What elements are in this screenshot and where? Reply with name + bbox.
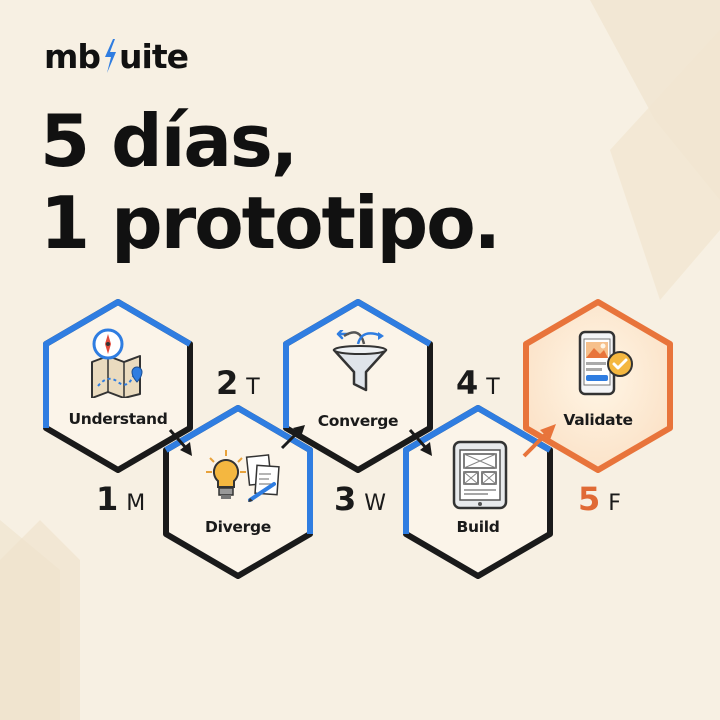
funnel-icon bbox=[332, 330, 388, 392]
hex-diverge bbox=[163, 405, 313, 579]
arrow-build-to-validate bbox=[522, 424, 556, 458]
headline-line-2: 1 prototipo. bbox=[40, 181, 501, 265]
day-letter: T bbox=[486, 375, 500, 400]
day-letter: T bbox=[246, 375, 260, 400]
headline: 5 días, 1 prototipo. bbox=[40, 99, 501, 265]
day-number: 2 bbox=[216, 364, 239, 402]
lightning-bolt-icon bbox=[105, 39, 117, 73]
day-letter: F bbox=[608, 491, 621, 516]
tablet-wireframe-icon bbox=[452, 440, 508, 510]
step-label-diverge: Diverge bbox=[205, 518, 271, 536]
arrow-converge-to-build bbox=[408, 429, 432, 456]
brand-logo: mb uite bbox=[44, 36, 189, 76]
logo-text-prefix: mb bbox=[44, 36, 101, 76]
arrow-understand-to-diverge bbox=[168, 429, 192, 456]
day-marker-4: 4 T bbox=[456, 364, 500, 402]
compass-map-icon bbox=[91, 328, 143, 398]
day-marker-2: 2 T bbox=[216, 364, 260, 402]
step-label-build: Build bbox=[456, 518, 500, 536]
phone-check-icon bbox=[578, 330, 633, 396]
step-label-converge: Converge bbox=[317, 412, 399, 430]
headline-line-1: 5 días, bbox=[40, 99, 298, 183]
day-number: 5 bbox=[578, 480, 601, 518]
step-label-validate: Validate bbox=[563, 411, 633, 429]
logo-text-suffix: uite bbox=[119, 36, 189, 76]
day-marker-1: 1 M bbox=[96, 480, 145, 518]
day-number: 3 bbox=[334, 480, 357, 518]
arrow-diverge-to-converge bbox=[280, 425, 305, 450]
step-label-understand: Understand bbox=[68, 410, 168, 428]
day-marker-5: 5 F bbox=[578, 480, 621, 518]
lightbulb-sketch-icon bbox=[206, 450, 280, 502]
day-number: 4 bbox=[456, 364, 479, 402]
day-marker-3: 3 W bbox=[334, 480, 386, 518]
day-number: 1 bbox=[96, 480, 119, 518]
day-letter: M bbox=[126, 491, 146, 516]
day-letter: W bbox=[364, 491, 387, 516]
